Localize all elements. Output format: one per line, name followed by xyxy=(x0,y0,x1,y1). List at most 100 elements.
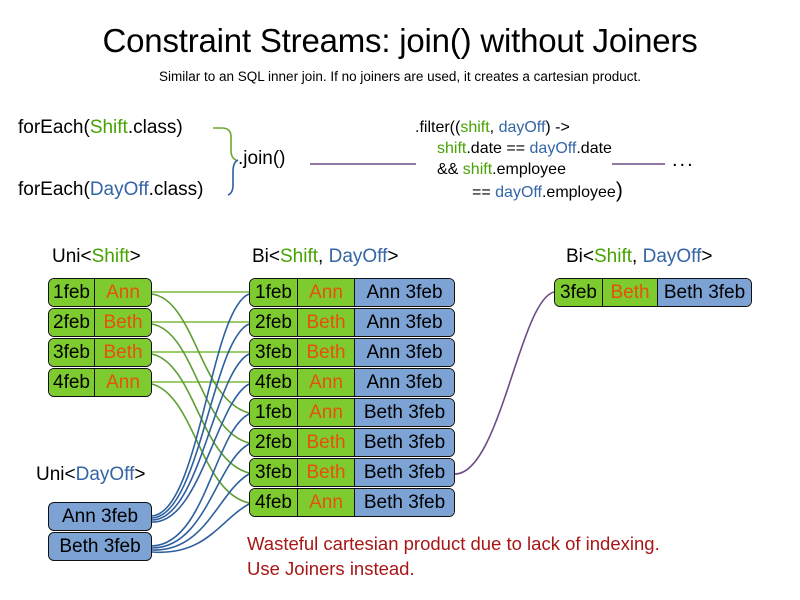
code-foreach-dayoff-type: DayOff xyxy=(89,179,149,200)
label-bi-right: Bi<Shift, DayOff> xyxy=(566,246,712,268)
label-bi-right-type-b: DayOff xyxy=(642,246,702,267)
warning-note: Wasteful cartesian product due to lack o… xyxy=(247,531,660,581)
card-dayoff: Beth 3feb xyxy=(354,489,454,516)
code-foreach-shift: forEach(Shift.class) xyxy=(18,118,183,137)
label-uni-shift: Uni<Shift> xyxy=(52,246,141,268)
filter-l4-close: ) xyxy=(615,179,623,202)
label-bi-middle: Bi<Shift, DayOff> xyxy=(252,246,398,268)
filter-l3-a: && xyxy=(437,161,463,178)
card-shift-date: 3feb xyxy=(250,339,298,366)
card-dayoff: Beth 3feb xyxy=(354,459,454,486)
card-shift-date: 2feb xyxy=(250,429,298,456)
filter-l2-dayoff: dayOff xyxy=(529,140,577,157)
card-shift-date: 1feb xyxy=(49,279,95,306)
filter-l1-b: ) -> xyxy=(545,119,570,136)
card-dayoff: Ann 3feb xyxy=(354,279,454,306)
card-uni-dayoff-row[interactable]: Ann 3feb xyxy=(48,502,152,531)
card-shift-employee: Ann xyxy=(95,279,151,306)
card-shift-employee: Ann xyxy=(298,279,354,306)
card-dayoff: Beth 3feb xyxy=(49,533,151,560)
filter-l4-dayoff: dayOff xyxy=(495,184,542,201)
page-title: Constraint Streams: join() without Joine… xyxy=(102,22,698,59)
card-dayoff: Ann 3feb xyxy=(49,503,151,530)
filter-l3-shift: shift xyxy=(462,161,493,178)
card-dayoff: Ann 3feb xyxy=(354,369,454,396)
label-uni-dayoff-suffix: > xyxy=(134,464,146,485)
code-foreach-dayoff-prefix: forEach( xyxy=(18,179,90,200)
filter-l4-a: == xyxy=(472,184,496,201)
card-shift-employee: Ann xyxy=(298,489,354,516)
code-filter-line2: shift.date == dayOff.date xyxy=(415,138,623,159)
code-filter-line3: && shift.employee xyxy=(415,159,623,180)
card-shift-employee: Beth xyxy=(95,309,151,336)
label-uni-shift-suffix: > xyxy=(129,246,141,267)
label-uni-shift-type: Shift xyxy=(91,246,130,267)
warning-line-2: Use Joiners instead. xyxy=(247,558,415,579)
label-bi-mid-comma: , xyxy=(318,246,329,267)
card-dayoff: Beth 3feb xyxy=(657,279,751,306)
card-shift-employee: Beth xyxy=(298,339,354,366)
card-shift-employee: Beth xyxy=(95,339,151,366)
code-foreach-shift-type: Shift xyxy=(89,117,128,138)
code-join: .join() xyxy=(238,148,286,169)
page-subtitle: Similar to an SQL inner join. If no join… xyxy=(159,69,641,84)
card-dayoff: Ann 3feb xyxy=(354,309,454,336)
label-bi-mid-type-b: DayOff xyxy=(328,246,388,267)
card-shift-date: 1feb xyxy=(250,399,298,426)
label-uni-dayoff-type: DayOff xyxy=(75,464,135,485)
filter-l2-shift: shift xyxy=(437,140,467,157)
card-shift-date: 3feb xyxy=(250,459,298,486)
label-bi-mid-suffix: > xyxy=(387,246,399,267)
card-shift-date: 2feb xyxy=(49,309,95,336)
filter-l3-b: .employee xyxy=(492,161,566,178)
card-shift-date: 3feb xyxy=(49,339,95,366)
filter-l1-shift: shift xyxy=(460,119,490,136)
filter-l1-dayoff: dayOff xyxy=(498,119,546,136)
card-shift-date: 1feb xyxy=(250,279,298,306)
card-dayoff: Ann 3feb xyxy=(354,339,454,366)
card-shift-employee: Ann xyxy=(298,399,354,426)
card-shift-date: 4feb xyxy=(49,369,95,396)
code-foreach-dayoff: forEach(DayOff.class) xyxy=(18,180,204,199)
card-shift-employee: Ann xyxy=(95,369,151,396)
code-foreach-shift-suffix: .class) xyxy=(127,117,183,138)
warning-line-1: Wasteful cartesian product due to lack o… xyxy=(247,533,660,554)
label-uni-dayoff-prefix: Uni< xyxy=(36,464,76,485)
card-shift-employee: Beth xyxy=(298,429,354,456)
code-foreach-shift-prefix: forEach( xyxy=(18,117,90,138)
card-shift-date: 2feb xyxy=(250,309,298,336)
label-bi-right-suffix: > xyxy=(701,246,713,267)
card-shift-date: 4feb xyxy=(250,489,298,516)
card-shift-employee: Ann xyxy=(298,369,354,396)
card-shift-employee: Beth xyxy=(298,309,354,336)
filter-l1-comma: , xyxy=(489,119,499,136)
card-shift-employee: Beth xyxy=(298,459,354,486)
card-dayoff: Beth 3feb xyxy=(354,429,454,456)
filter-l2-b: .date xyxy=(576,140,612,157)
label-bi-right-type-a: Shift xyxy=(594,246,633,267)
label-uni-shift-prefix: Uni< xyxy=(52,246,92,267)
card-shift-employee: Beth xyxy=(603,279,657,306)
label-bi-mid-prefix: Bi< xyxy=(252,246,280,267)
card-shift-date: 4feb xyxy=(250,369,298,396)
label-bi-right-prefix: Bi< xyxy=(566,246,594,267)
label-bi-mid-type-a: Shift xyxy=(280,246,319,267)
code-ellipsis: ... xyxy=(672,149,695,171)
card-uni-dayoff-row[interactable]: Beth 3feb xyxy=(48,532,152,561)
card-dayoff: Beth 3feb xyxy=(354,399,454,426)
filter-l2-a: .date == xyxy=(466,140,530,157)
